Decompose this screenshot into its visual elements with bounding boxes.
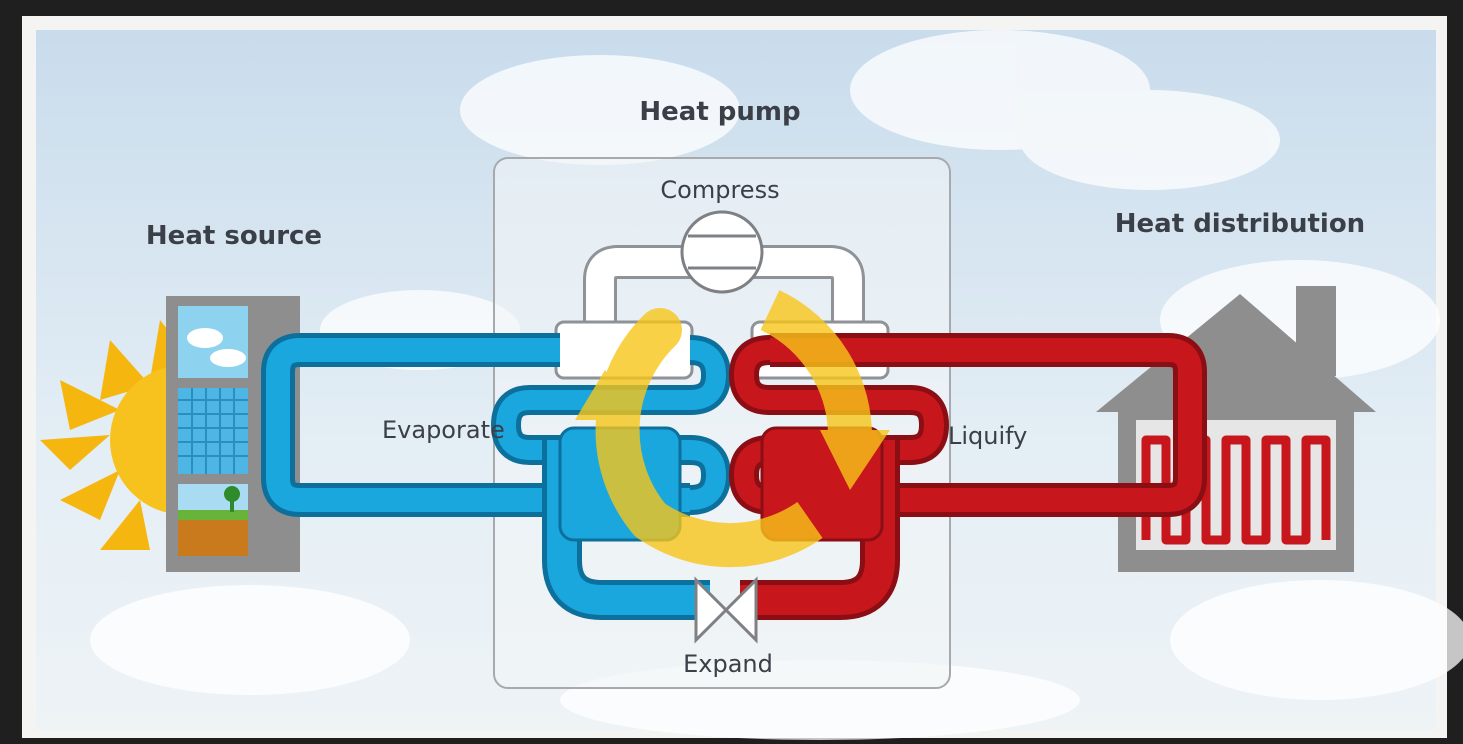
cycle-arrow-icon (575, 290, 890, 568)
compressor-icon (680, 210, 764, 294)
expand-label: Expand (683, 650, 773, 678)
cold-pipe-loop (261, 333, 732, 620)
expansion-valve-icon (694, 576, 758, 644)
evaporate-label: Evaporate (382, 416, 505, 444)
liquify-label: Liquify (948, 422, 1027, 450)
heat-source-label: Heat source (146, 221, 322, 251)
compress-label: Compress (660, 176, 779, 204)
heat-pump-label: Heat pump (639, 97, 800, 127)
heat-distribution-label: Heat distribution (1115, 209, 1365, 239)
